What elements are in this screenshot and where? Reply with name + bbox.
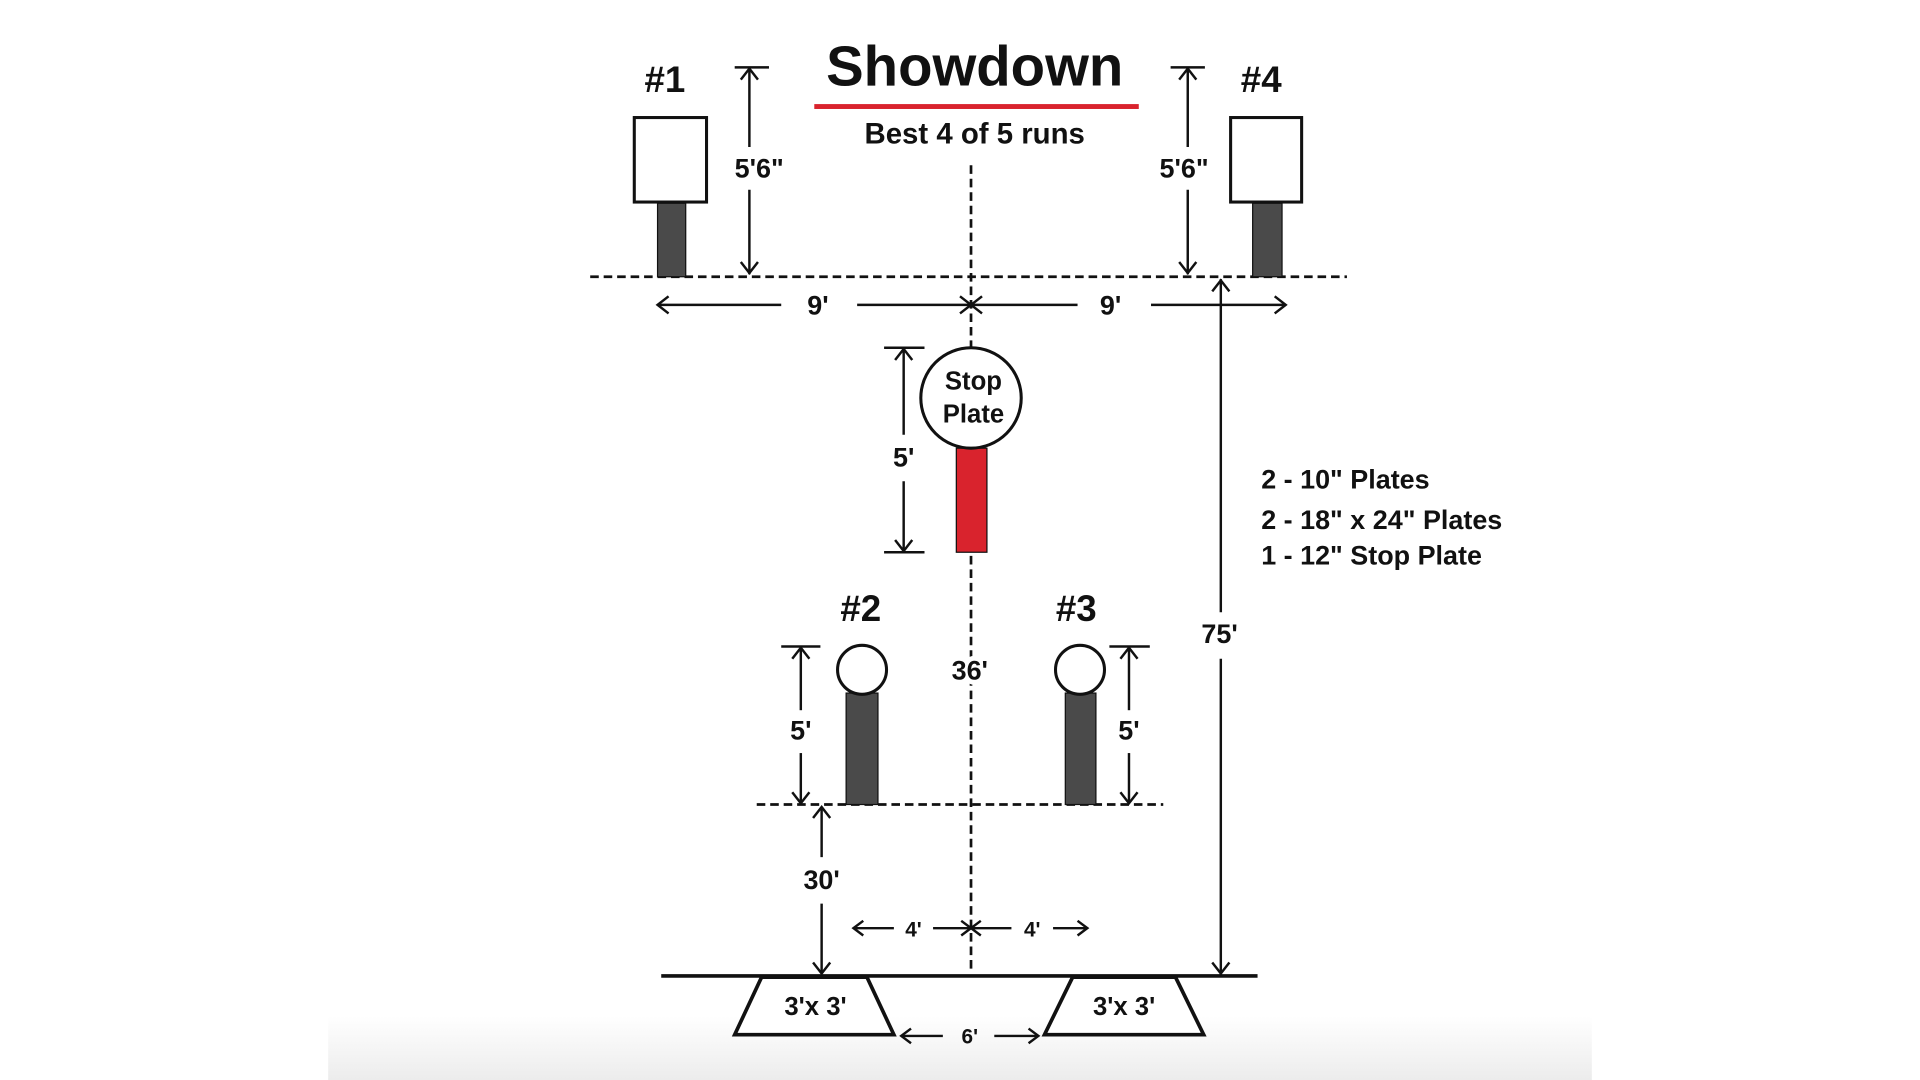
svg-text:6': 6' — [962, 1025, 979, 1048]
bottom-fade — [328, 1016, 1592, 1080]
svg-text:4': 4' — [1024, 919, 1041, 942]
target-1-post — [656, 202, 687, 278]
target-1-label: #1 — [644, 59, 685, 100]
svg-text:3'x 3': 3'x 3' — [1093, 993, 1155, 1021]
shooting-box-right: 3'x 3' — [1041, 975, 1207, 1037]
target-3-height-dim: 5' — [1109, 645, 1150, 806]
left-offset-dim: 9' — [655, 291, 974, 321]
svg-text:30': 30' — [803, 865, 839, 895]
svg-text:Stop: Stop — [945, 367, 1002, 395]
shooting-box-left: 3'x 3' — [731, 975, 897, 1037]
svg-text:3'x 3': 3'x 3' — [784, 993, 846, 1021]
box-to-plates-dim: 30' — [803, 804, 840, 976]
svg-text:75': 75' — [1201, 619, 1237, 649]
target-2-post — [845, 692, 879, 806]
target-4-label: #4 — [1241, 59, 1282, 100]
stop-plate: Stop Plate — [919, 346, 1023, 553]
target-2-height-dim: 5' — [781, 645, 821, 806]
box-gap-dim: 6' — [899, 1025, 1041, 1048]
equipment-item: 2 - 10" Plates — [1261, 465, 1429, 495]
target-2-plate — [836, 643, 889, 696]
target-3: #3 — [1053, 588, 1107, 806]
target-4-post — [1252, 202, 1283, 278]
stop-plate-post — [955, 447, 988, 553]
svg-text:4': 4' — [905, 919, 922, 942]
target-2-label: #2 — [840, 588, 881, 629]
svg-text:5'6": 5'6" — [1160, 154, 1209, 184]
equipment-item: 2 - 18" x 24" Plates — [1261, 505, 1502, 535]
middle-distance-label: 36' — [952, 656, 988, 686]
stop-plate-height-dim: 5' — [884, 346, 925, 554]
target-4-height-dim: 5'6" — [1160, 66, 1209, 276]
svg-text:9': 9' — [807, 291, 828, 321]
svg-text:Plate: Plate — [943, 400, 1004, 428]
target-1-height-dim: 5'6" — [735, 66, 784, 276]
right-offset-dim: 9' — [969, 291, 1288, 321]
svg-text:5': 5' — [893, 443, 914, 473]
target-3-plate — [1053, 643, 1107, 696]
target-3-label: #3 — [1056, 588, 1097, 629]
right-center-dim: 4' — [968, 919, 1090, 942]
subtitle: Best 4 of 5 runs — [865, 117, 1085, 150]
svg-text:5'6": 5'6" — [735, 154, 784, 184]
target-1: #1 — [632, 59, 709, 278]
target-4: #4 — [1229, 59, 1304, 278]
target-1-plate — [632, 116, 709, 204]
svg-text:9': 9' — [1100, 291, 1121, 321]
total-distance-dim: 75' — [1201, 278, 1238, 976]
svg-text:5': 5' — [790, 716, 811, 746]
target-3-post — [1064, 692, 1097, 806]
left-center-dim: 4' — [851, 919, 974, 942]
equipment-item: 1 - 12" Stop Plate — [1261, 540, 1482, 570]
title: Showdown — [826, 35, 1123, 98]
equipment-list: 2 - 10" Plates 2 - 18" x 24" Plates 1 - … — [1261, 465, 1502, 571]
svg-text:5': 5' — [1118, 716, 1139, 746]
target-4-plate — [1229, 116, 1304, 204]
target-2: #2 — [836, 588, 889, 806]
title-underline — [814, 104, 1139, 109]
stop-plate-circle — [919, 346, 1023, 450]
